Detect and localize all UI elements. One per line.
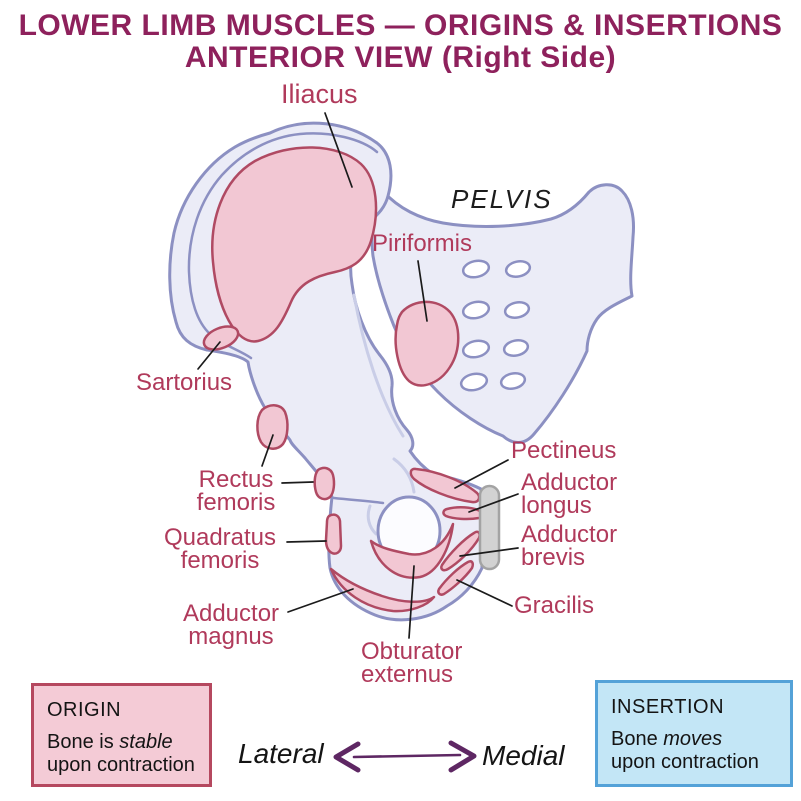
leader-line-adductor-magnus	[287, 588, 354, 613]
leader-line-piriformis	[417, 260, 428, 322]
leader-line-adductor-longus	[468, 493, 519, 513]
acetabulum-rim-line	[392, 457, 416, 494]
piriformis-origin-patch	[394, 300, 460, 387]
obturator-top-edge-line	[332, 496, 385, 505]
arrow-shaft	[352, 753, 462, 759]
label-gracilis: Gracilis	[514, 592, 595, 619]
insertion-legend-line1: Bone moves	[611, 728, 723, 750]
leader-line-rectus-femoris-2	[281, 481, 314, 484]
label-quadratus-femoris: Quadratus femoris	[163, 524, 277, 574]
sartorius-origin-patch	[202, 325, 240, 351]
pelvis-region-label: PELVIS	[451, 184, 553, 214]
lateral-medial-arrow	[333, 740, 477, 773]
leader-line-sartorius	[197, 341, 221, 370]
insertion-legend-title: INSERTION	[611, 696, 725, 718]
rectus-femoris-reflected-head-patch	[313, 466, 336, 501]
quadratus-femoris-origin-patch	[324, 513, 343, 555]
sacral-foramen	[461, 339, 491, 359]
label-adductor-longus: Adductor longus	[521, 469, 618, 519]
leader-line-pectineus	[454, 459, 509, 489]
leader-line-gracilis	[456, 579, 513, 607]
label-obturator-externus: Obturator externus	[361, 638, 463, 688]
rectus-femoris-straight-head-patch	[256, 404, 289, 450]
origin-legend-line2: upon contraction	[47, 754, 195, 776]
arcuate-line	[352, 293, 405, 438]
leader-line-adductor-brevis	[459, 547, 519, 557]
sacral-foramina	[459, 259, 532, 392]
origin-legend-line1: Bone is stable	[47, 731, 173, 753]
axis-label-lateral: Lateral	[238, 738, 324, 769]
sacral-foramen	[503, 301, 531, 319]
pectineus-origin-patch	[409, 467, 481, 504]
obturator-externus-origin-patch	[369, 522, 455, 579]
origin-legend-title: ORIGIN	[47, 699, 122, 721]
sacral-foramen	[461, 300, 491, 320]
page-title: LOWER LIMB MUSCLES — ORIGINS & INSERTION…	[0, 10, 801, 74]
page-title-line2: ANTERIOR VIEW (Right Side)	[184, 41, 617, 74]
leader-line-quadratus-femoris	[286, 540, 327, 543]
leader-line-obturator-externus	[408, 565, 415, 639]
label-rectus-femoris: Rectus femoris	[196, 466, 276, 516]
label-adductor-brevis: Adductor brevis	[521, 521, 618, 571]
leader-line-rectus-femoris-1	[261, 434, 274, 467]
label-iliacus: Iliacus	[281, 79, 358, 109]
bone-light-lines	[352, 293, 416, 536]
muscle-origin-patches	[202, 146, 484, 613]
leader-line-iliacus	[324, 112, 353, 188]
label-piriformis: Piriformis	[372, 230, 472, 257]
axis-label-medial: Medial	[482, 740, 565, 771]
origin-legend-box: ORIGIN Bone is stable upon contraction	[31, 683, 212, 787]
insertion-legend-box: INSERTION Bone moves upon contraction	[595, 680, 793, 787]
label-pectineus: Pectineus	[511, 437, 617, 464]
sacral-foramen	[459, 372, 489, 392]
iliacus-origin-patch	[211, 146, 378, 343]
gracilis-origin-patch	[437, 560, 475, 596]
sacral-foramen	[504, 260, 532, 278]
sacral-foramen	[502, 339, 530, 357]
foramen-highlight-line	[366, 504, 378, 536]
pubic-symphysis-bar	[478, 484, 501, 571]
leader-lines	[197, 112, 519, 639]
page-title-line1: LOWER LIMB MUSCLES — ORIGINS & INSERTION…	[18, 9, 783, 42]
sacral-foramen	[499, 372, 527, 390]
arrow-head-right	[448, 740, 477, 773]
label-sartorius: Sartorius	[136, 369, 233, 396]
insertion-legend-line2: upon contraction	[611, 751, 759, 773]
sacral-foramen	[461, 259, 491, 279]
label-adductor-magnus: Adductor magnus	[182, 600, 280, 650]
arrow-head-left	[333, 741, 361, 773]
